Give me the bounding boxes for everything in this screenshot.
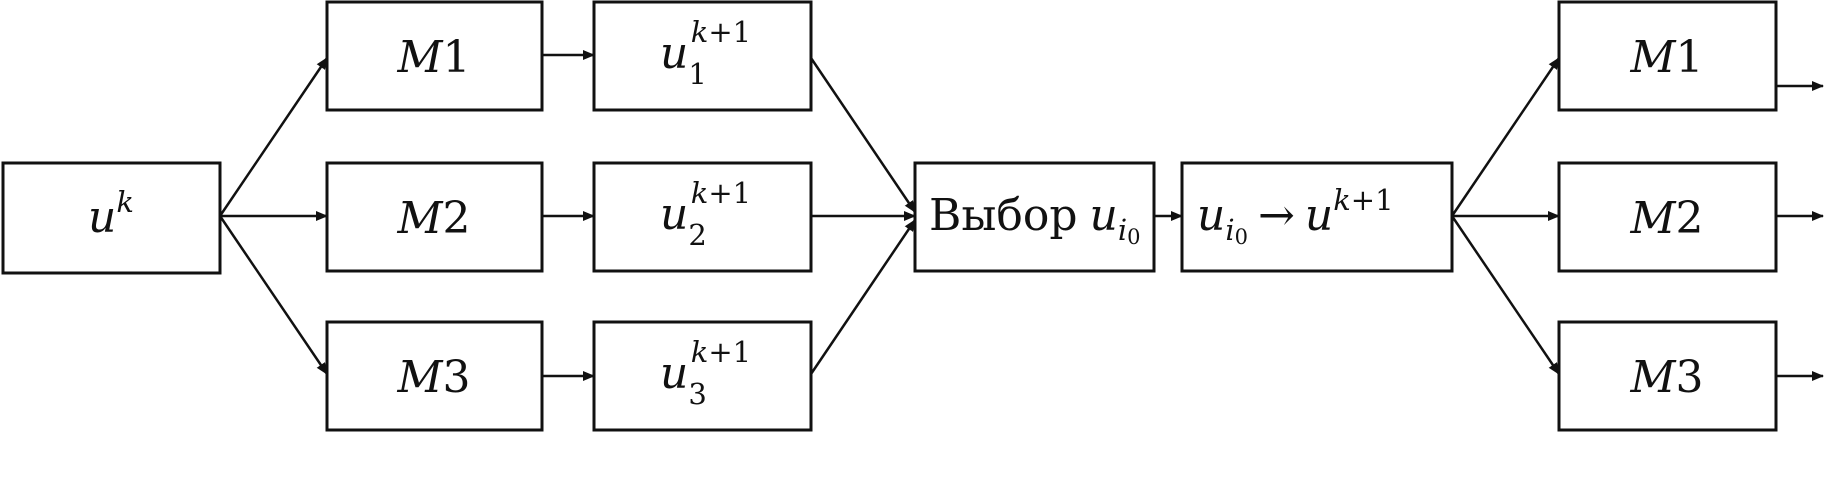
- node-u2-label: u2k+1: [660, 176, 751, 252]
- edge-uk-m1: [218, 57, 329, 217]
- node-m2-right-label: M2: [1629, 193, 1703, 244]
- node-uk-box: [1, 161, 222, 275]
- node-m2-left: M2: [325, 161, 544, 273]
- node-assign-box: [1180, 161, 1454, 273]
- node-m3-right-box: [1557, 320, 1778, 432]
- edge-u1-select: [809, 57, 917, 213]
- node-u2: u2k+1: [592, 161, 813, 273]
- node-m3-left-box: [325, 320, 544, 432]
- node-m3-left: M3: [325, 320, 544, 432]
- nodes: uk M1 M2 M3 u1k+1: [1, 0, 1778, 432]
- node-m2-left-label: M2: [396, 193, 470, 244]
- node-m3-right-label: M3: [1629, 352, 1703, 403]
- edges: [218, 50, 1824, 381]
- node-assign-label: ui0→uk+1: [1197, 183, 1394, 249]
- node-u3-box: [592, 320, 813, 432]
- node-assign: ui0→uk+1: [1180, 161, 1454, 273]
- node-u1-box: [592, 0, 813, 112]
- node-u3-label: u3k+1: [660, 335, 751, 411]
- edge-assign-m3: [1450, 215, 1561, 375]
- node-m3-left-label: M3: [396, 352, 470, 403]
- node-uk-label: uk: [88, 185, 134, 243]
- node-m2-right: M2: [1557, 161, 1778, 273]
- node-u3: u3k+1: [592, 320, 813, 432]
- node-m1-left-label: M1: [396, 32, 470, 83]
- node-m1-right-label: M1: [1629, 32, 1703, 83]
- node-m1-right: M1: [1557, 0, 1778, 112]
- node-u2-box: [592, 161, 813, 273]
- node-uk: uk: [1, 161, 222, 275]
- node-u1: u1k+1: [592, 0, 813, 112]
- node-m1-left-box: [325, 0, 544, 112]
- edge-u3-select: [809, 219, 917, 375]
- node-u1-label: u1k+1: [660, 15, 751, 91]
- node-m3-right: M3: [1557, 320, 1778, 432]
- edge-assign-m1: [1450, 57, 1561, 217]
- node-m2-left-box: [325, 161, 544, 273]
- node-select-box: [913, 161, 1156, 273]
- node-m2-right-box: [1557, 161, 1778, 273]
- node-m1-left: M1: [325, 0, 544, 112]
- edge-uk-m3: [218, 215, 329, 375]
- node-m1-right-box: [1557, 0, 1778, 112]
